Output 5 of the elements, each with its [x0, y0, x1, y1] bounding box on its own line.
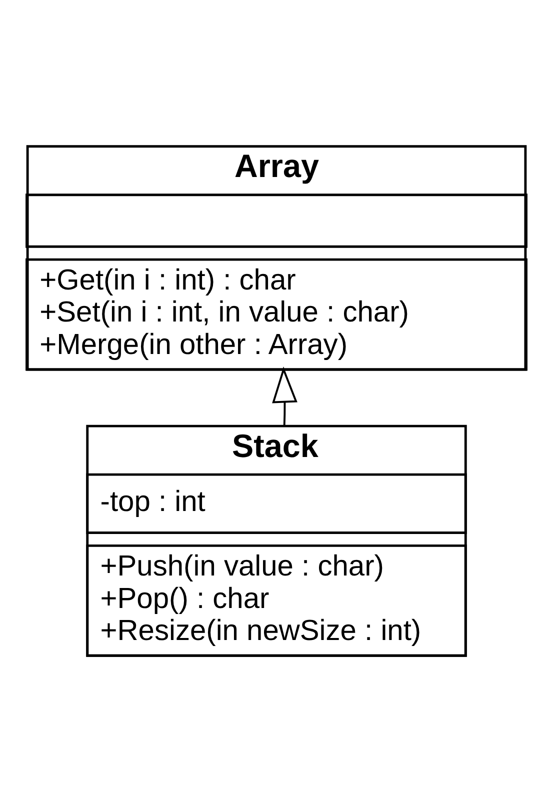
arrow — [272, 366, 298, 426]
node-box: -top : int — [86, 473, 467, 534]
node-box: +Push(in value : char) +Pop() : char +Resize(in newSize : int) — [86, 544, 467, 657]
node-box: +Get(in i : int) : char +Set(in i : int, in value : char) +Merge(in other : Array) — [26, 258, 528, 371]
node-box — [26, 194, 528, 248]
